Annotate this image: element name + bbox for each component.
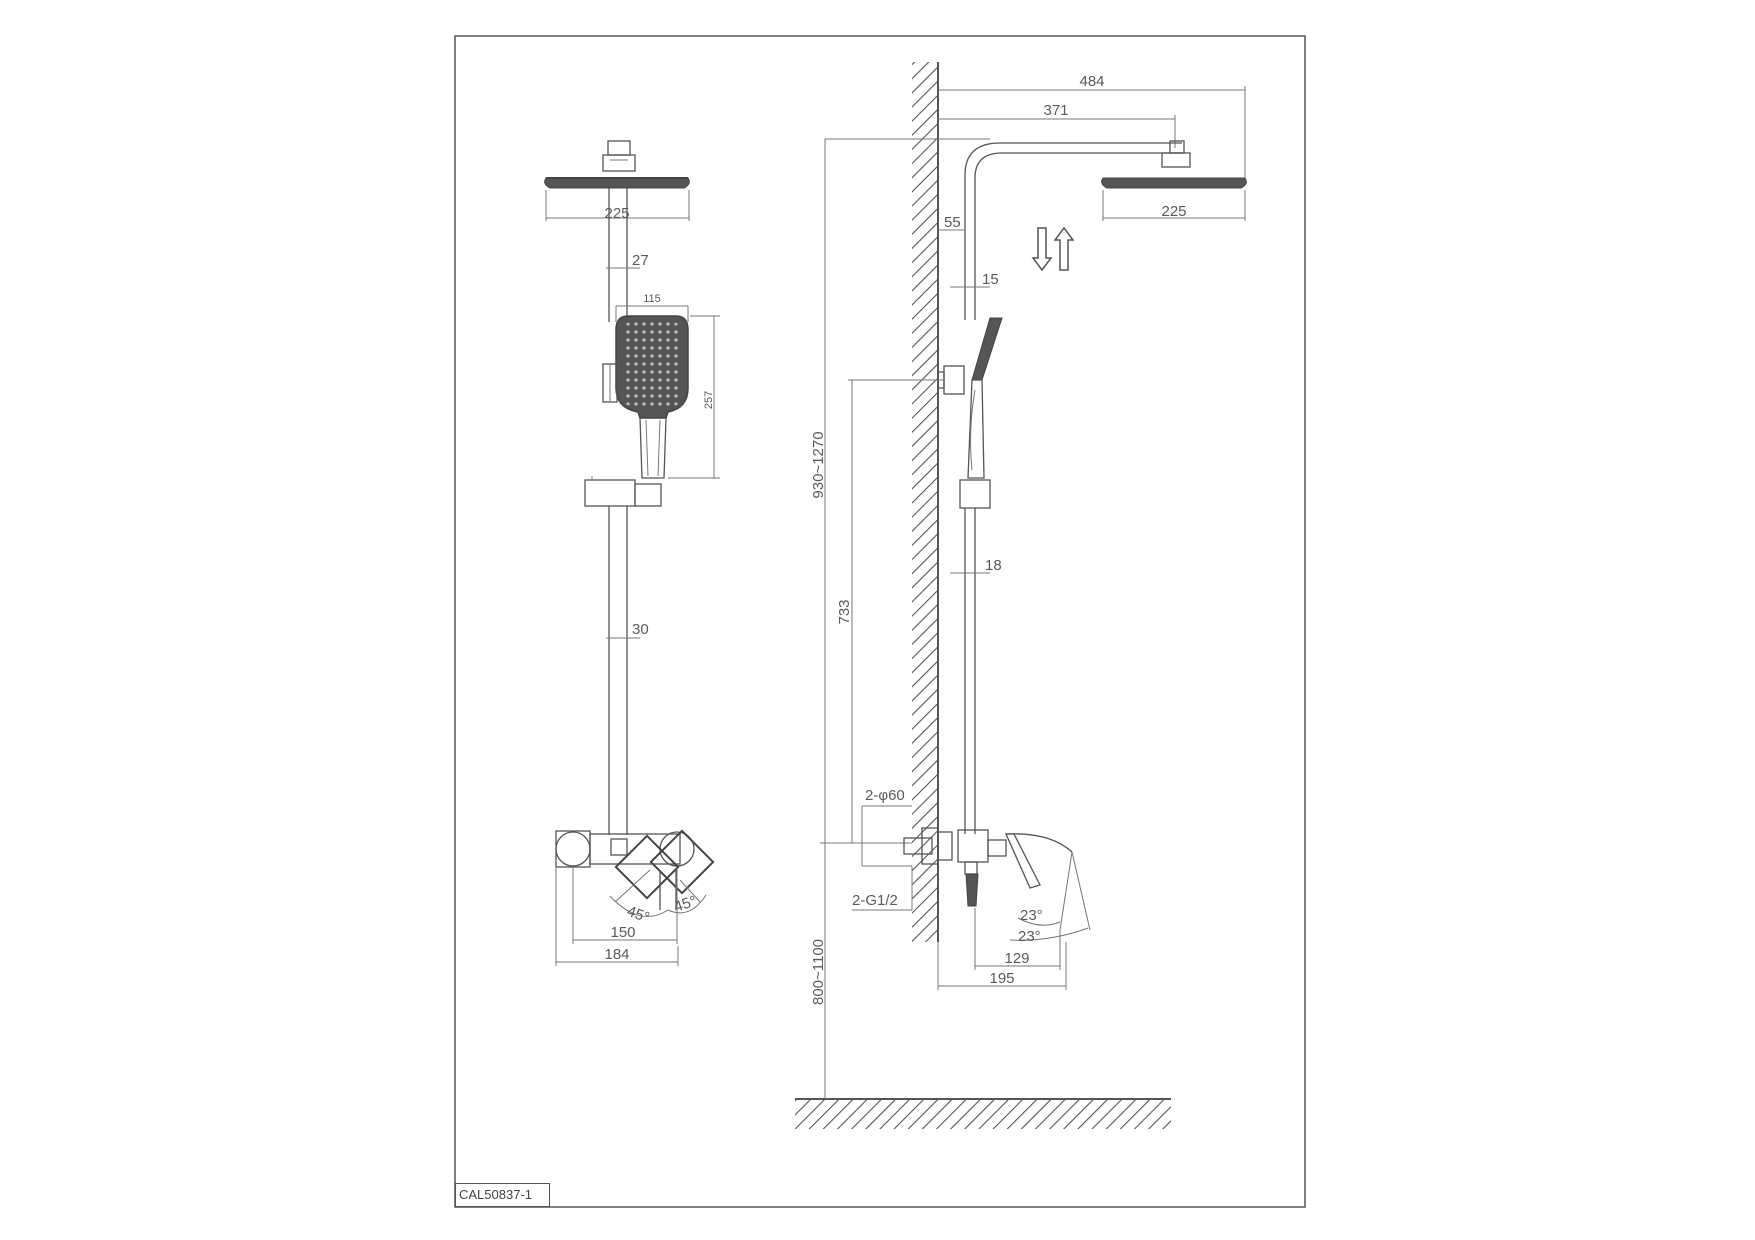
dim-side-head-width: 225 bbox=[1161, 203, 1186, 220]
dim-front-bar-diameter: 30 bbox=[632, 621, 649, 638]
dim-body-depth: 195 bbox=[989, 970, 1014, 987]
front-view: 225 27 115 257 30 bbox=[544, 140, 720, 966]
dim-body-width-outer: 184 bbox=[604, 946, 629, 963]
dim-body-width-inner: 150 bbox=[610, 924, 635, 941]
dim-front-bar-offset: 27 bbox=[632, 252, 649, 269]
dim-arm-total: 484 bbox=[1079, 73, 1104, 90]
floor bbox=[795, 1099, 1171, 1129]
dim-wall-offset: 55 bbox=[944, 214, 961, 231]
dim-arm-reach: 371 bbox=[1043, 102, 1068, 119]
dim-handshower-length: 257 bbox=[703, 391, 715, 409]
dim-pipe-dia-upper: 15 bbox=[982, 271, 999, 288]
drawing-frame bbox=[454, 35, 1306, 1208]
dim-connection: 2-G1/2 bbox=[852, 892, 898, 909]
dim-handle-angle-left: 45° bbox=[625, 903, 652, 927]
dim-pipe-dia-lower: 18 bbox=[985, 557, 1002, 574]
side-view: 484 371 225 55 15 bbox=[795, 62, 1247, 1129]
dim-handle-angle-right: 45° bbox=[672, 893, 699, 916]
dim-lever-angle-b: 23° bbox=[1018, 928, 1041, 945]
dim-inlet-to-holder: 733 bbox=[836, 599, 853, 624]
rain-head-side bbox=[1101, 177, 1247, 189]
wall bbox=[912, 62, 938, 942]
dim-lever-angle-a: 23° bbox=[1020, 907, 1043, 924]
adjust-arrows-icon bbox=[1031, 226, 1075, 272]
dim-spout-reach: 129 bbox=[1004, 950, 1029, 967]
model-code-label: CAL50837-1 bbox=[455, 1183, 550, 1207]
dim-escutcheon: 2-φ60 bbox=[865, 787, 905, 804]
rain-head-front bbox=[544, 177, 690, 189]
dim-height-adjust: 930~1270 bbox=[810, 431, 827, 498]
dim-front-head-width: 225 bbox=[604, 205, 629, 222]
dim-install-height: 800~1100 bbox=[810, 939, 827, 1005]
dim-handshower-width: 115 bbox=[643, 293, 661, 305]
